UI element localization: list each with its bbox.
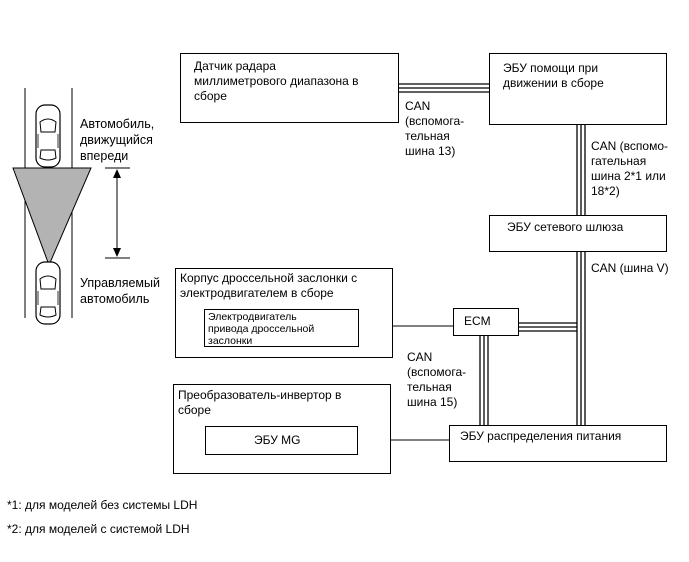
inverter-label-line-2: сборе	[178, 403, 211, 417]
radar-sensor-label-line-3: сборе	[194, 89, 227, 103]
can-sub2-18-label-line-1: CAN (вспомо-	[591, 139, 668, 153]
inverter-box: Преобразователь-инвертор в сборе ЭБУ MG	[173, 384, 391, 474]
throttle-motor-label-line-1: Электродвигатель	[208, 311, 297, 323]
radar-detection-cone	[12, 167, 92, 267]
own-vehicle-label-line-2: автомобиль	[80, 292, 150, 306]
can-sub13-label-line-3: тельная	[405, 129, 450, 143]
throttle-motor-label-line-3: заслонки	[208, 335, 253, 347]
throttle-body-label-line-1: Корпус дроссельной заслонки с	[180, 271, 358, 285]
can-sub2-18-label-line-3: шина 2*1 или	[591, 169, 666, 183]
can-sub2-18-label-line-4: 18*2)	[591, 184, 620, 198]
driving-support-ecu-box: ЭБУ помощи при движении в сборе	[489, 53, 667, 125]
can-sub15-label-line-2: (вспомога-	[407, 365, 467, 379]
power-distribution-ecu-box: ЭБУ распределения питания	[449, 425, 667, 462]
radar-sensor-label-line-1: Датчик радара	[194, 59, 276, 73]
can-sub13-label-line-2: (вспомога-	[405, 114, 465, 128]
can-v-label: CAN (шина V)	[591, 261, 669, 275]
footnote-1: *1: для моделей без системы LDH	[7, 498, 198, 512]
driving-support-ecu-label-line-1: ЭБУ помощи при	[503, 61, 599, 75]
inverter-label-line-1: Преобразователь-инвертор в	[178, 388, 342, 402]
can-sub13-label-line-1: CAN	[405, 99, 431, 113]
distance-indicator	[105, 167, 130, 259]
lead-vehicle-label-line-2: движущийся	[80, 133, 153, 147]
gateway-ecu-box: ЭБУ сетевого шлюза	[489, 215, 667, 252]
footnote-2: *2: для моделей с системой LDH	[7, 522, 190, 536]
own-vehicle-label: Управляемый автомобиль	[80, 275, 160, 307]
mg-ecu-box: ЭБУ MG	[205, 426, 358, 455]
own-vehicle-label-line-1: Управляемый	[80, 276, 160, 290]
throttle-motor-label-line-2: привода дроссельной	[208, 323, 315, 335]
can-sub2-18-label-line-2: гательная	[591, 154, 647, 168]
own-vehicle-icon	[35, 261, 61, 325]
radar-sensor-box: Датчик радара миллиметрового диапазона в…	[180, 53, 399, 123]
can-sub15-label-line-1: CAN	[407, 350, 433, 364]
can-bus-lines	[399, 83, 586, 425]
driving-support-ecu-label-line-2: движении в сборе	[503, 76, 604, 90]
can-sub2-18-label: CAN (вспомо- гательная шина 2*1 или 18*2…	[591, 139, 668, 199]
throttle-body-box: Корпус дроссельной заслонки с электродви…	[175, 268, 393, 358]
radar-sensor-label-line-2: миллиметрового диапазона в	[194, 74, 359, 88]
lead-vehicle-icon	[35, 104, 61, 168]
ecm-box: ECM	[453, 308, 519, 336]
throttle-body-label-line-2: электродвигателем в сборе	[180, 286, 334, 300]
can-sub15-label-line-4: шина 15)	[407, 395, 458, 409]
lead-vehicle-label-line-3: впереди	[80, 149, 129, 163]
can-sub15-label-line-3: тельная	[407, 380, 452, 394]
lead-vehicle-label: Автомобиль, движущийся впереди	[80, 116, 154, 164]
can-sub15-label: CAN (вспомога- тельная шина 15)	[407, 350, 466, 410]
can-sub13-label-line-4: шина 13)	[405, 144, 456, 158]
mg-ecu-label: ЭБУ MG	[254, 433, 301, 447]
ecm-label: ECM	[464, 314, 491, 328]
lead-vehicle-label-line-1: Автомобиль,	[80, 117, 155, 131]
throttle-motor-box: Электродвигатель привода дроссельной зас…	[204, 309, 359, 347]
gateway-ecu-label: ЭБУ сетевого шлюза	[507, 220, 624, 234]
power-distribution-ecu-label: ЭБУ распределения питания	[460, 429, 622, 443]
can-sub13-label: CAN (вспомога- тельная шина 13)	[405, 99, 464, 159]
